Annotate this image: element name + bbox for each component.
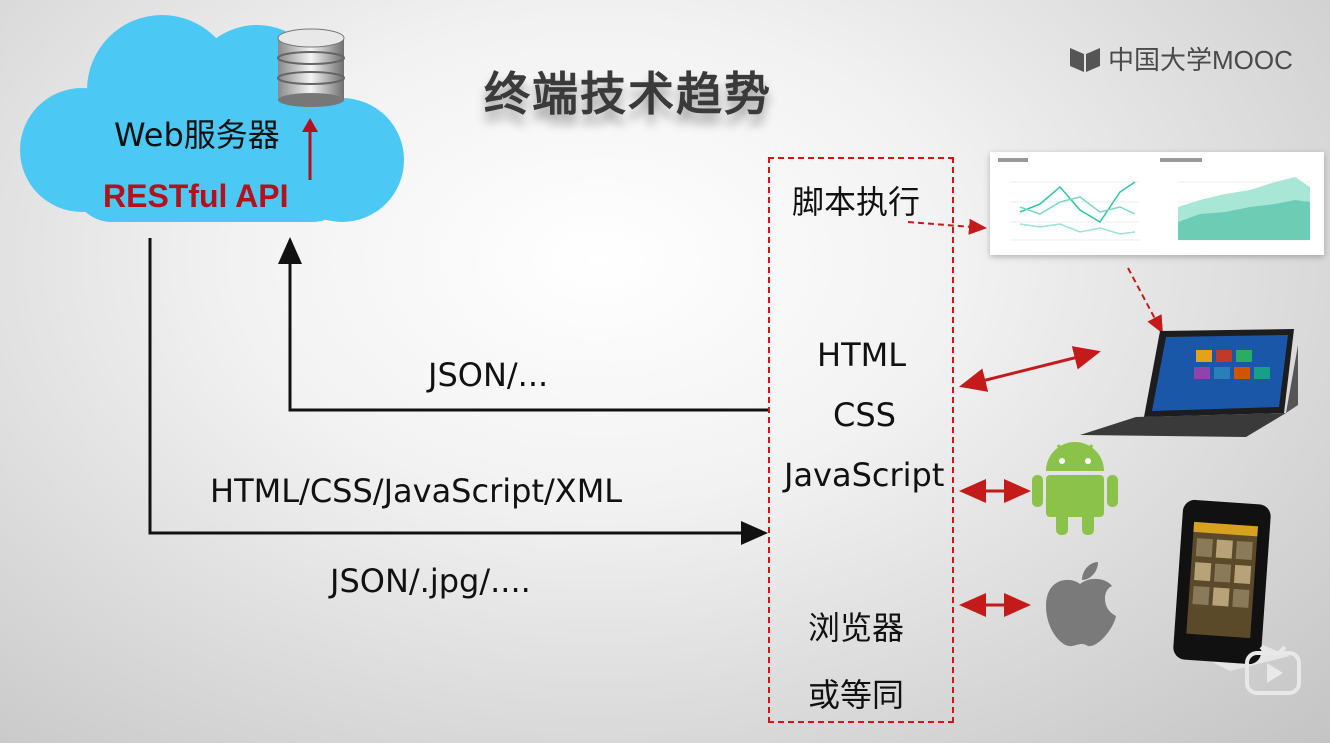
client-box [768,157,954,723]
upload-format-label: JSON/... [428,356,549,394]
download-arrow [148,238,768,545]
smartphone-icon [1173,499,1290,671]
restful-api-label: RESTful API [103,178,289,214]
brand-name: 中国大学MOOC [1108,45,1293,75]
download-media-label: JSON/.jpg/.... [330,562,531,600]
tech-css-label: CSS [833,396,896,434]
server-label: Web服务器 [114,116,280,154]
brand-logo: 中国大学MOOC [1068,40,1293,77]
download-format-label: HTML/CSS/JavaScript/XML [210,472,623,510]
apple-icon [1046,562,1116,647]
android-icon [1032,442,1118,535]
mooc-logo-icon [1070,47,1100,72]
script-exec-label: 脚本执行 [792,183,921,221]
tech-html-label: HTML [817,336,907,374]
browser-equiv-label: 或等同 [808,676,905,714]
chart-to-tablet-arrow [1127,267,1163,334]
upload-arrow [278,237,768,412]
tablet-link-arrow [959,346,1101,392]
play-icon[interactable] [1245,645,1301,695]
database-icon [277,28,345,107]
slide-title: 终端技术趋势 [484,67,772,121]
chart-thumbnail [990,152,1324,255]
browser-label: 浏览器 [808,609,905,647]
cloud-icon [20,15,404,222]
script-arrow [907,218,987,235]
tablet-icon [1080,329,1298,437]
tech-js-label: JavaScript [784,456,945,494]
